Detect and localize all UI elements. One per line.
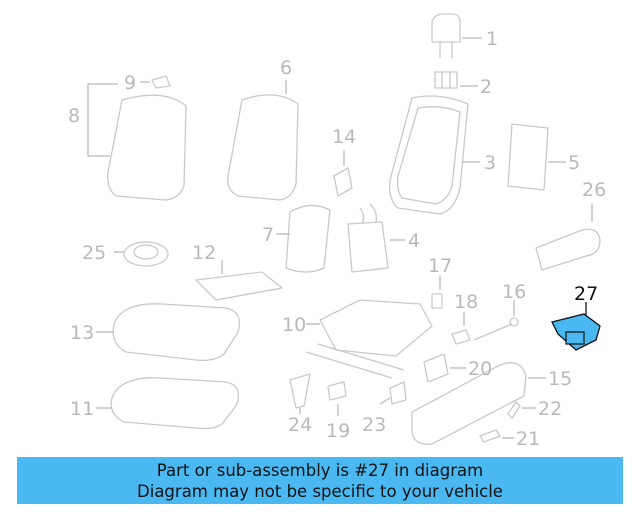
- part-12-mat: [195, 260, 283, 301]
- part-6-seatback-cover: [227, 80, 299, 201]
- part-7-heater: [276, 204, 331, 273]
- callout-4: 4: [408, 230, 420, 252]
- part-2-headrest-guide: [434, 71, 478, 89]
- info-banner: Part or sub-assembly is #27 in diagram D…: [17, 457, 623, 504]
- callout-14: 14: [332, 126, 356, 148]
- part-18-cap: [451, 312, 471, 345]
- part-21-knob: [479, 429, 514, 443]
- part-22-knob: [507, 401, 536, 419]
- part-8-back-cover: [87, 83, 187, 201]
- callout-19: 19: [326, 420, 350, 442]
- banner-line-2: Diagram may not be specific to your vehi…: [137, 482, 503, 501]
- part-15-side-shield: [411, 362, 546, 445]
- callout-10: 10: [282, 314, 306, 336]
- part-3-seatback-frame: [389, 95, 480, 215]
- callout-5: 5: [568, 152, 580, 174]
- callout-3: 3: [484, 152, 496, 174]
- callout-27: 27: [574, 283, 598, 305]
- part-14-bracket: [333, 150, 353, 197]
- part-17-clip: [431, 276, 443, 309]
- parts-diagram: 1 2 3 4 5 6 7 8 9 10 11 12 13 14 15 16 1…: [68, 13, 606, 450]
- part-16-rod: [473, 300, 519, 341]
- callout-26: 26: [582, 179, 606, 201]
- callout-25: 25: [82, 242, 106, 264]
- banner-line-1: Part or sub-assembly is #27 in diagram: [156, 461, 484, 480]
- callout-2: 2: [480, 76, 492, 98]
- callout-17: 17: [428, 255, 452, 277]
- part-24-trim: [289, 373, 311, 414]
- part-10-seat-frame: [305, 299, 433, 379]
- callout-18: 18: [454, 291, 478, 313]
- callout-9: 9: [124, 72, 136, 94]
- part-20-switch: [423, 353, 466, 383]
- part-25-speaker: [114, 241, 169, 267]
- part-27-actuator-highlighted: [551, 302, 601, 351]
- part-5-panel: [507, 123, 566, 191]
- callout-12: 12: [192, 242, 216, 264]
- callout-13: 13: [70, 322, 94, 344]
- callout-22: 22: [538, 398, 562, 420]
- callout-8: 8: [68, 105, 80, 127]
- part-1-headrest: [431, 13, 482, 58]
- part-26-motor: [535, 204, 601, 271]
- callout-1: 1: [486, 28, 498, 50]
- callout-15: 15: [548, 368, 572, 390]
- callout-11: 11: [70, 398, 94, 420]
- callout-6: 6: [280, 57, 292, 79]
- part-23-switch: [379, 381, 407, 405]
- callout-24: 24: [288, 414, 312, 436]
- part-13-cushion-cover: [96, 303, 241, 362]
- callout-7: 7: [262, 224, 274, 246]
- callout-16: 16: [502, 281, 526, 303]
- part-19-cover: [327, 381, 347, 416]
- part-9-clip: [140, 75, 171, 89]
- callout-23: 23: [362, 414, 386, 436]
- part-4-lumbar: [347, 203, 405, 273]
- part-11-cushion-pad: [96, 377, 240, 430]
- callout-20: 20: [468, 358, 492, 380]
- callout-21: 21: [516, 428, 540, 450]
